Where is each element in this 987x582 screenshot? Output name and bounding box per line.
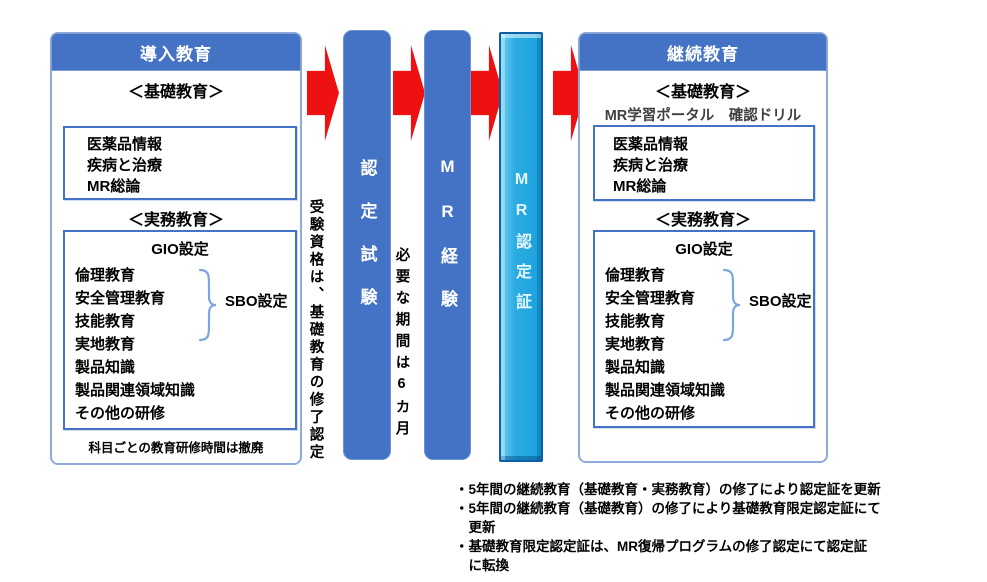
exam-requirement-caption: 受験資格は、基礎教育の修了認定 — [307, 199, 324, 462]
practical-subject: 倫理教育 — [75, 267, 136, 284]
continuing-education-header: 継続教育 — [579, 33, 827, 71]
introductory-education-box: 導入教育 ＜基礎教育＞ 医薬品情報 疾病と治療 MR総論 ＜実務教育＞ GIO設… — [50, 32, 302, 465]
mr-experience-pillar: MR経験 — [424, 30, 471, 460]
practical-subject: 製品関連領域知識 — [605, 382, 726, 399]
basic-subject-list: 医薬品情報 疾病と治療 MR総論 — [65, 128, 295, 197]
practical-subject: 倫理教育 — [605, 267, 666, 284]
basic-subject: 医薬品情報 — [87, 136, 163, 153]
renewal-note-line: ・5年間の継続教育（基礎教育）の修了により基礎教育限定認定証にて — [455, 501, 881, 516]
renewal-note-line: に転換 — [455, 558, 509, 573]
practical-education-heading: ＜実務教育＞ — [654, 212, 751, 229]
practical-subject: 技能教育 — [75, 313, 136, 330]
gio-label: GIO設定 — [675, 241, 733, 258]
practical-subject: 実地教育 — [605, 336, 666, 353]
sbo-label: SBO設定 — [749, 293, 812, 310]
practical-subject: 製品関連領域知識 — [75, 382, 196, 399]
sbo-brace-icon — [722, 268, 741, 342]
gio-label: GIO設定 — [151, 241, 209, 258]
renewal-note-line: 更新 — [455, 520, 496, 535]
basic-subject: MR総論 — [87, 178, 141, 195]
practical-education-subjects-box: GIO設定 倫理教育 安全管理教育 技能教育 実地教育 製品知識 製品関連領域知… — [593, 230, 815, 428]
practical-subject: 製品知識 — [75, 359, 136, 376]
basic-education-subjects-box: 医薬品情報 疾病と治療 MR総論 — [593, 125, 815, 201]
basic-subject-list: 医薬品情報 疾病と治療 MR総論 — [595, 127, 813, 197]
practical-subject: その他の研修 — [75, 405, 166, 422]
practical-subject: 製品知識 — [605, 359, 666, 376]
portal-note: MR学習ポータル 確認ドリル — [604, 108, 802, 124]
left-box-footnote: 科目ごとの教育研修時間は撤廃 — [88, 441, 264, 455]
renewal-note-line: ・5年間の継続教育（基礎教育・実務教育）の修了により認定証を更新 — [455, 482, 881, 497]
renewal-notes: ・5年間の継続教育（基礎教育・実務教育）の修了により認定証を更新 ・5年間の継続… — [455, 480, 985, 575]
mr-certificate-pillar: MR認定証 — [499, 32, 543, 462]
renewal-note-line: ・基礎教育限定認定証は、MR復帰プログラムの修了認定にて認定証 — [455, 539, 868, 554]
basic-subject: 医薬品情報 — [613, 136, 689, 153]
basic-education-subjects-box: 医薬品情報 疾病と治療 MR総論 — [63, 126, 297, 200]
basic-subject: 疾病と治療 — [87, 157, 163, 174]
basic-education-heading: ＜基礎教育＞ — [654, 84, 751, 101]
mr-experience-label: MR経験 — [438, 157, 457, 333]
practical-subject: その他の研修 — [605, 405, 696, 422]
flow-arrow-icon — [307, 45, 339, 141]
certification-exam-pillar: 認定試験 — [343, 30, 391, 460]
continuing-education-box: 継続教育 ＜基礎教育＞ MR学習ポータル 確認ドリル 医薬品情報 疾病と治療 M… — [578, 32, 828, 463]
introductory-education-header: 導入教育 — [51, 33, 301, 71]
basic-education-heading: ＜基礎教育＞ — [127, 84, 224, 101]
sbo-label: SBO設定 — [225, 293, 288, 310]
practical-subject: 実地教育 — [75, 336, 136, 353]
practical-subject-list: 倫理教育 安全管理教育 技能教育 実地教育 製品知識 製品関連領域知識 その他の… — [605, 264, 725, 425]
practical-subject: 安全管理教育 — [605, 290, 696, 307]
practical-subject-list: 倫理教育 安全管理教育 技能教育 実地教育 製品知識 製品関連領域知識 その他の… — [75, 264, 195, 425]
sbo-brace-icon — [198, 268, 217, 342]
certification-exam-label: 認定試験 — [357, 159, 377, 331]
basic-subject: 疾病と治療 — [613, 157, 689, 174]
flow-arrow-icon — [393, 45, 425, 141]
mr-certificate-label: MR認定証 — [513, 171, 530, 323]
basic-subject: MR総論 — [613, 178, 667, 195]
practical-education-subjects-box: GIO設定 倫理教育 安全管理教育 技能教育 実地教育 製品知識 製品関連領域知… — [63, 230, 297, 430]
practical-education-heading: ＜実務教育＞ — [127, 212, 224, 229]
practical-subject: 技能教育 — [605, 313, 666, 330]
practical-subject: 安全管理教育 — [75, 290, 166, 307]
experience-period-caption: 必要な期間は6カ月 — [393, 247, 410, 442]
